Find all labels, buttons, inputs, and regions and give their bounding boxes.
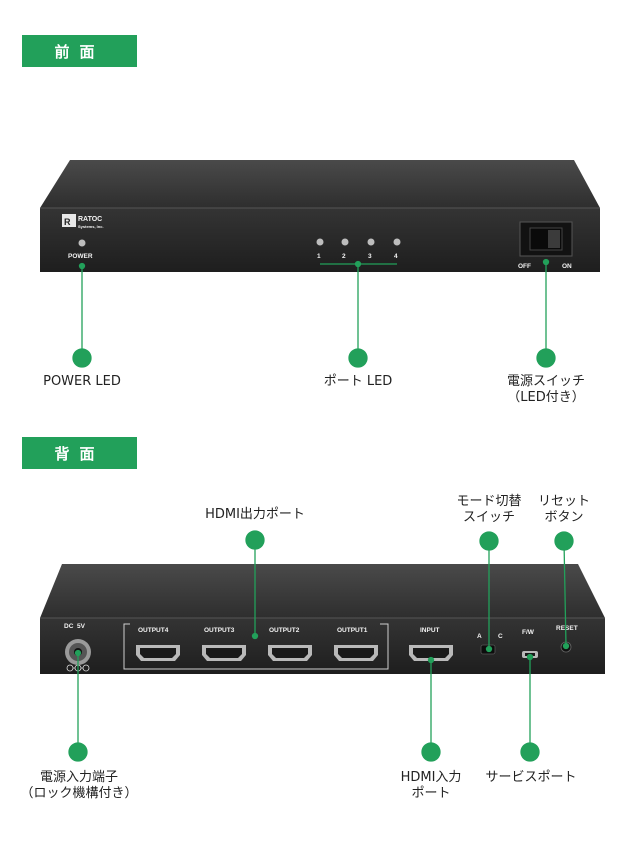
hdmi-out-callout: HDMI出力ポート <box>205 507 305 522</box>
hdmi-in-marker <box>421 742 441 762</box>
front-device-top <box>40 160 600 208</box>
svg-text:R: R <box>64 217 71 227</box>
switch-on-label: ON <box>562 263 572 270</box>
port-led-1 <box>316 238 324 246</box>
port-led-label-1: 1 <box>317 253 321 260</box>
port-led-marker <box>348 348 368 368</box>
back-callouts <box>68 530 574 762</box>
service-port-callout: サービスポート <box>485 770 577 785</box>
reset-button-callout: リセット ボタン <box>537 494 590 525</box>
port-led-label-3: 3 <box>368 253 372 260</box>
port-led-label-2: 2 <box>342 253 346 260</box>
hdmi-in-callout: HDMI入力 ポート <box>400 770 462 801</box>
back-device: DC 5V OUTPUT4 OUTPUT3 OUTPUT2 OUTPUT1 <box>40 564 605 674</box>
dc-label: DC 5V <box>64 623 86 630</box>
switch-off-label: OFF <box>518 263 531 270</box>
front-device: R RATOC Systems, Inc. POWER 1 2 3 4 OFF … <box>40 160 600 272</box>
power-switch[interactable] <box>519 221 573 257</box>
hdmi-output2-port <box>268 645 312 661</box>
output-group-bracket <box>123 623 389 670</box>
port-led-callout: ポート LED <box>323 374 393 389</box>
output2-label: OUTPUT2 <box>269 627 300 634</box>
hdmi-output1-port <box>334 645 378 661</box>
output3-label: OUTPUT3 <box>204 627 235 634</box>
dc-in-callout: 電源入力端子 （ロック機構付き） <box>20 770 138 801</box>
port-led-4 <box>393 238 401 246</box>
output1-label: OUTPUT1 <box>337 627 368 634</box>
port-led-label-4: 4 <box>394 253 398 260</box>
hdmi-output3-port <box>202 645 246 661</box>
brand-text: RATOC <box>78 216 102 223</box>
port-led-2 <box>341 238 349 246</box>
power-switch-callout: 電源スイッチ （LED付き） <box>506 374 585 405</box>
input-label: INPUT <box>420 627 440 634</box>
mode-c-label: C <box>498 633 503 640</box>
brand-subtext: Systems, Inc. <box>78 224 104 229</box>
power-label: POWER <box>68 253 93 260</box>
mode-a-label: A <box>477 633 482 640</box>
hdmi-input-port <box>409 645 453 661</box>
front-section-label: 前面 <box>22 35 137 67</box>
hdmi-output4-port <box>136 645 180 661</box>
front-callouts <box>72 258 556 368</box>
back-section-label: 背面 <box>22 437 137 469</box>
fw-label: F/W <box>522 629 535 636</box>
service-port-marker <box>520 742 540 762</box>
port-led-3 <box>367 238 375 246</box>
power-led-marker <box>72 348 92 368</box>
back-device-face <box>40 618 605 674</box>
back-device-top <box>40 564 605 618</box>
power-switch-marker <box>536 348 556 368</box>
reset-label: RESET <box>556 625 578 632</box>
ratoc-logo: R RATOC Systems, Inc. <box>62 214 104 229</box>
output4-label: OUTPUT4 <box>138 627 169 634</box>
dc-in-marker <box>68 742 88 762</box>
power-led <box>78 239 86 247</box>
mode-switch-callout: モード切替 スイッチ <box>456 494 522 525</box>
power-led-callout: POWER LED <box>43 374 121 389</box>
